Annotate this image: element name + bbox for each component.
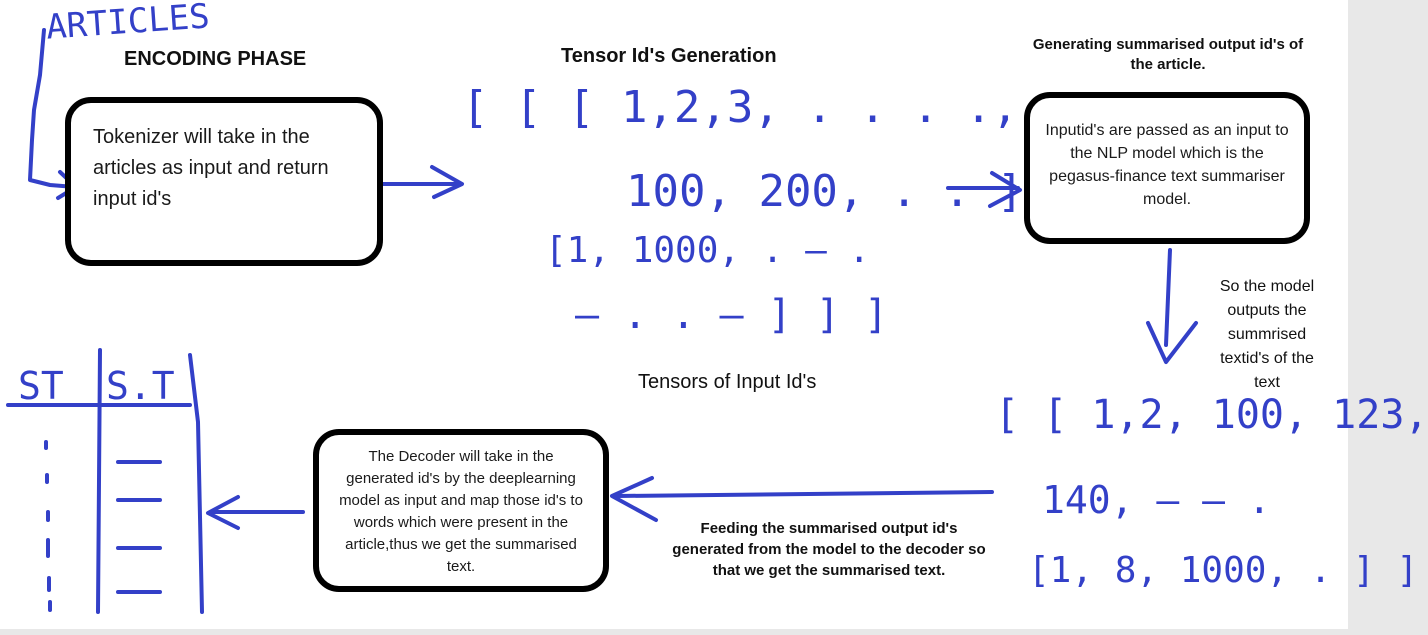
feeding-caption: Feeding the summarised output id's gener…	[672, 520, 986, 579]
tensor-handwritten-line3: [1, 1000, . — .	[545, 230, 871, 271]
model-box	[1024, 92, 1310, 244]
model-heading: Generating summarised output id's of the…	[1032, 36, 1304, 73]
arrow-to-decoder	[616, 490, 994, 498]
output-handwritten-line2: 140, — — .	[1042, 478, 1271, 522]
table-header-right: S.T	[106, 364, 175, 408]
output-handwritten-line1: [ [ 1,2, 100, 123,	[995, 392, 1428, 438]
arrow-to-output	[1164, 248, 1172, 347]
tokenizer-box-text: Tokenizer will take in the articles as i…	[93, 126, 329, 210]
model-output-caption: So the model outputs the summrised texti…	[1219, 278, 1315, 391]
tokenizer-box	[65, 97, 383, 266]
decoder-box	[313, 429, 609, 592]
tensor-heading: Tensor Id's Generation	[561, 45, 777, 67]
tensor-handwritten-line4: — . . — ] ] ]	[575, 292, 889, 338]
articles-arrow	[28, 28, 77, 189]
tensor-handwritten-line1: [ [ [ 1,2,3, . . . .,	[462, 82, 1019, 133]
tensor-handwritten-line2: 100, 200, . . ]	[626, 166, 1024, 217]
table-header-left: ST	[18, 364, 64, 408]
tensor-caption: Tensors of Input Id's	[638, 371, 817, 393]
handwritten-strokes	[6, 28, 1198, 614]
encoding-heading: ENCODING PHASE	[124, 48, 307, 70]
output-handwritten-line3: [1, 8, 1000, . ] ]	[1028, 550, 1419, 591]
table-lines	[6, 348, 204, 614]
model-box-text: Inputid's are passed as an input to the …	[1045, 122, 1289, 208]
decoder-box-text: The Decoder will take in the generated i…	[339, 448, 583, 575]
